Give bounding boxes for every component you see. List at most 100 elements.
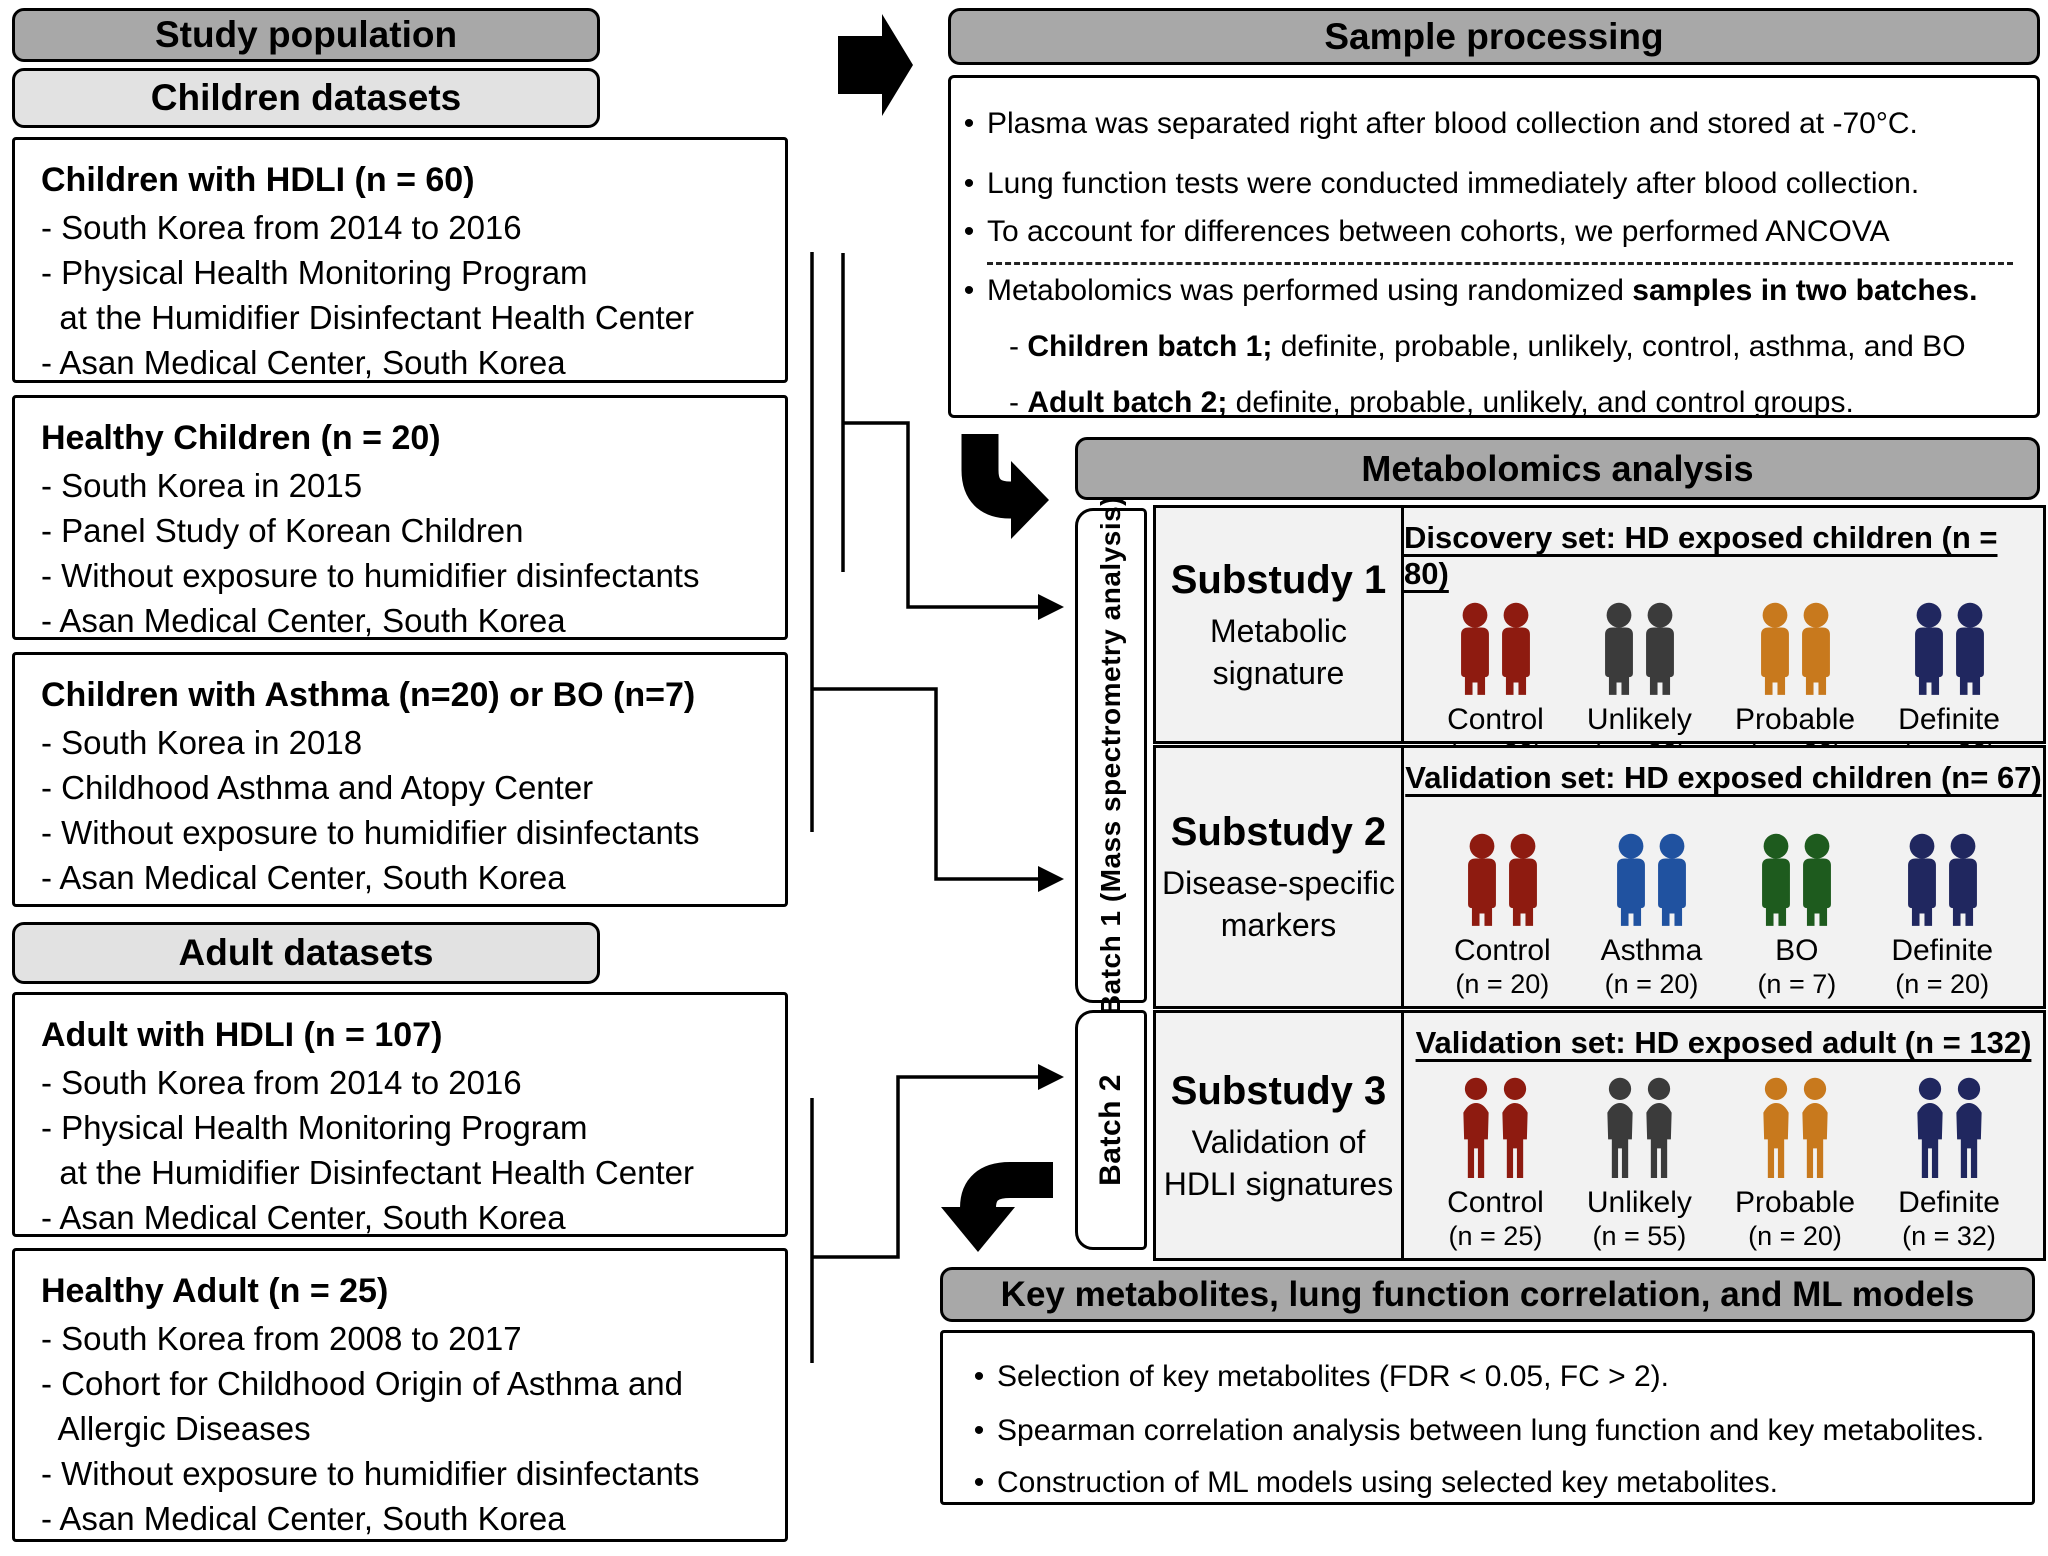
cohort-group: Definite(n = 20)	[1898, 602, 2000, 767]
people-pair-icon	[1595, 602, 1684, 698]
bullet-text: To account for differences between cohor…	[987, 215, 1890, 248]
right-down-elbow-arrow-icon	[960, 1162, 1053, 1210]
bullet-icon: •	[973, 1466, 985, 1499]
sample-processing-box: • Plasma was separated right after blood…	[948, 75, 2040, 419]
group-label: Control	[1453, 934, 1551, 967]
dataset-box-children-asthma-bo: Children with Asthma (n=20) or BO (n=7) …	[12, 652, 788, 907]
person-adult-icon	[1646, 1077, 1672, 1179]
arrowhead-substudy1-icon	[1038, 594, 1064, 620]
sample-processing-header: Sample processing	[948, 8, 2040, 65]
dataset-line: at the Humidifier Disinfectant Health Ce…	[41, 1154, 694, 1191]
cohort-group: Definite(n = 20)	[1891, 833, 1993, 998]
batch1-box: Batch 1 (Mass spectrometry analysis)	[1075, 496, 1147, 1015]
dataset-line: at the Humidifier Disinfectant Health Ce…	[41, 299, 694, 336]
person-child-icon	[1502, 602, 1530, 695]
substudy2-content-cell: Validation set: HD exposed children (n= …	[1404, 748, 2043, 1006]
right-arrow-icon	[838, 14, 913, 116]
person-child-icon	[1955, 602, 1984, 695]
children-datasets-title: Children datasets	[150, 77, 462, 118]
bullet-line: • Spearman correlation analysis between …	[943, 1415, 2032, 1447]
group-label: Definite	[1891, 934, 1994, 967]
connector-to-substudy1	[843, 421, 1040, 609]
group-label: Unlikely	[1586, 703, 1692, 736]
person-child-icon	[1617, 833, 1645, 926]
person-child-icon	[1907, 833, 1936, 926]
dataset-line: - Without exposure to humidifier disinfe…	[41, 557, 700, 594]
person-adult-icon	[1502, 1077, 1528, 1179]
study-population-title: Study population	[154, 14, 458, 55]
substudy-name: Substudy 1	[1170, 557, 1387, 602]
dataset-title: Healthy Children (n = 20)	[41, 419, 441, 457]
bullet-line: • Selection of key metabolites (FDR < 0.…	[943, 1361, 2032, 1393]
substudy-name: Substudy 2	[1170, 810, 1387, 854]
people-pair-icon	[1752, 833, 1841, 929]
substudy-subtitle: Validation of HDLI signatures	[1163, 1123, 1394, 1202]
set-title: Validation set: HD exposed children (n= …	[1405, 760, 2042, 795]
bullet-text: Metabolomics was performed using randomi…	[987, 274, 1978, 307]
dataset-line: - Asan Medical Center, South Korea	[41, 344, 566, 381]
substudy-subtitle: Metabolic signature	[1210, 612, 1347, 691]
bullet-icon: •	[963, 215, 975, 248]
dataset-line: - South Korea from 2014 to 2016	[41, 1064, 522, 1101]
people-pair-icon	[1753, 1077, 1838, 1181]
bullet-icon: •	[973, 1360, 985, 1393]
dataset-title: Healthy Adult (n = 25)	[41, 1272, 389, 1310]
person-adult-icon	[1607, 1077, 1633, 1179]
group-count: (n = 20)	[1455, 969, 1550, 999]
substudy2-label-cell: Substudy 2 Disease-specific markers	[1156, 748, 1404, 1006]
group-count: (n = 25)	[1448, 1221, 1543, 1251]
group-count: (n = 7)	[1757, 969, 1837, 999]
person-child-icon	[1948, 833, 1977, 926]
group-label: Probable	[1734, 1186, 1856, 1219]
cohort-group: Definite(n = 32)	[1898, 1077, 2000, 1250]
dataset-box-healthy-adult: Healthy Adult (n = 25) - South Korea fro…	[12, 1248, 788, 1542]
adult-datasets-title: Adult datasets	[178, 932, 434, 973]
sub-bullet-text: - Adult batch 2; definite, probable, unl…	[1009, 386, 1854, 419]
dataset-line: - Physical Health Monitoring Program	[41, 1109, 588, 1146]
person-adult-icon	[1463, 1077, 1489, 1179]
metabolomics-header: Metabolomics analysis	[1075, 437, 2040, 500]
group-label: Definite	[1898, 703, 2000, 736]
bullet-line: • Metabolomics was performed using rando…	[951, 275, 2037, 307]
person-adult-icon	[1916, 1077, 1943, 1179]
substudy3-label-cell: Substudy 3 Validation of HDLI signatures	[1156, 1013, 1404, 1258]
person-adult-icon	[1762, 1077, 1789, 1179]
dataset-line: - South Korea in 2018	[41, 724, 363, 761]
bullet-text: Lung function tests were conducted immed…	[987, 167, 1920, 200]
group-count: (n = 20)	[1604, 969, 1699, 999]
dataset-line: - Without exposure to humidifier disinfe…	[41, 814, 700, 851]
dataset-line: - Asan Medical Center, South Korea	[41, 602, 566, 639]
group-label: Control	[1447, 703, 1544, 736]
cohort-group: Probable(n = 20)	[1735, 1077, 1855, 1250]
person-adult-icon	[1955, 1077, 1982, 1179]
people-pair-icon	[1905, 602, 1994, 698]
cohort-groups: Control(n = 20)Asthma(n = 20)BO(n = 7)De…	[1404, 806, 2043, 1006]
substudy-name: Substudy 3	[1170, 1068, 1387, 1113]
dataset-box-children-hdli: Children with HDLI (n = 60) - South Kore…	[12, 137, 788, 383]
elbow-arrowhead-right-icon	[1011, 461, 1049, 539]
person-child-icon	[1801, 602, 1830, 695]
substudy1-label-cell: Substudy 1 Metabolic signature	[1156, 508, 1404, 741]
cohort-group: Unlikely(n = 55)	[1587, 1077, 1692, 1250]
dashed-divider	[987, 262, 2013, 265]
dataset-line: - Panel Study of Korean Children	[41, 512, 524, 549]
study-population-header: Study population	[12, 8, 600, 62]
substudy2-row: Substudy 2 Disease-specific markers Vali…	[1153, 745, 2046, 1009]
children-datasets-header: Children datasets	[12, 68, 600, 128]
people-pair-icon	[1607, 833, 1696, 929]
bullet-line: • Construction of ML models using select…	[943, 1467, 2032, 1499]
person-child-icon	[1762, 833, 1791, 926]
dataset-line: - Without exposure to humidifier disinfe…	[41, 1455, 700, 1492]
dataset-line: - South Korea from 2008 to 2017	[41, 1320, 522, 1357]
dataset-line: - Asan Medical Center, South Korea	[41, 1199, 566, 1236]
cohort-group: Probable(n = 20)	[1735, 602, 1855, 767]
batch1-label: Batch 1 (Mass spectrometry analysis)	[1095, 495, 1126, 1016]
cohort-group: Unlikely(n = 20)	[1587, 602, 1692, 767]
arrowhead-substudy2-icon	[1038, 866, 1064, 892]
substudy1-content-cell: Discovery set: HD exposed children (n = …	[1404, 508, 2043, 767]
dataset-box-adult-hdli: Adult with HDLI (n = 107) - South Korea …	[12, 992, 788, 1237]
person-child-icon	[1467, 833, 1496, 926]
bullet-icon: •	[963, 167, 975, 200]
group-count: (n = 32)	[1902, 1221, 1996, 1251]
person-child-icon	[1604, 602, 1633, 695]
